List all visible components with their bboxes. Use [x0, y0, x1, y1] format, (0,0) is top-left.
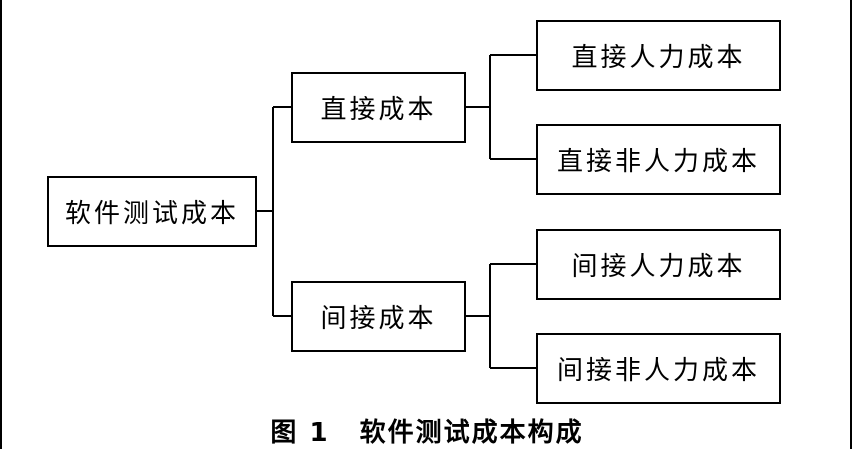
leaf-node-indirect-nonlabor-cost: 间接非人力成本	[536, 333, 781, 404]
figure-caption: 图 1 软件测试成本构成	[0, 414, 854, 448]
leaf-node-indirect-labor-cost: 间接人力成本	[536, 229, 781, 300]
branch-node-indirect-cost: 间接成本	[291, 281, 466, 352]
branch-node-direct-cost: 直接成本	[291, 72, 466, 143]
leaf-node-label: 直接人力成本	[571, 43, 746, 73]
branch-node-label: 间接成本	[320, 304, 437, 334]
leaf-node-label: 间接非人力成本	[556, 356, 760, 386]
branch-node-label: 直接成本	[320, 95, 437, 125]
root-node: 软件测试成本	[47, 176, 257, 247]
root-node-label: 软件测试成本	[64, 199, 239, 229]
leaf-node-label: 直接非人力成本	[556, 147, 760, 177]
leaf-node-direct-labor-cost: 直接人力成本	[536, 20, 781, 91]
figure-caption-text: 软件测试成本构成	[359, 417, 584, 448]
leaf-node-label: 间接人力成本	[571, 252, 746, 282]
figure-caption-number: 图 1	[270, 417, 330, 448]
leaf-node-direct-nonlabor-cost: 直接非人力成本	[536, 124, 781, 195]
